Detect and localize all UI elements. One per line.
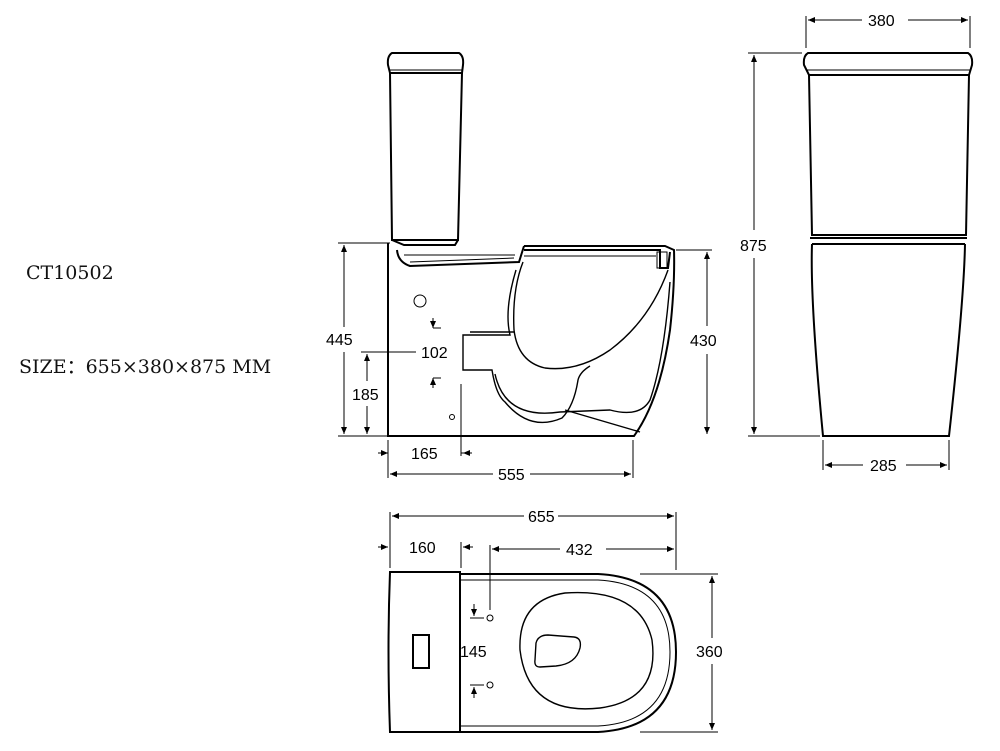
side-view: 102 445 185 430 165 555 (326, 52, 717, 484)
dim-front-width: 380 (868, 13, 895, 30)
dim-bowl-length: 432 (566, 542, 593, 559)
dim-fixing-spacing: 145 (460, 644, 487, 661)
dim-rim-height: 430 (690, 333, 717, 350)
size-spec: SIZE：655×380×875 MM (19, 356, 272, 378)
dim-outlet-height: 185 (352, 387, 379, 404)
model-number: CT10502 (26, 262, 114, 284)
dim-side-height: 445 (326, 332, 353, 349)
dim-inlet-offset: 102 (421, 345, 448, 362)
top-view: 145 655 160 432 360 (378, 509, 723, 733)
dim-offset-165: 165 (411, 446, 438, 463)
dim-total-height: 875 (740, 238, 767, 255)
front-view: 380 875 285 (740, 13, 974, 475)
dim-pan-length: 555 (498, 467, 525, 484)
dim-tank-depth: 160 (409, 540, 436, 557)
dim-base-width: 285 (870, 458, 897, 475)
dim-bowl-width: 360 (696, 644, 723, 661)
dim-total-length: 655 (528, 509, 555, 526)
